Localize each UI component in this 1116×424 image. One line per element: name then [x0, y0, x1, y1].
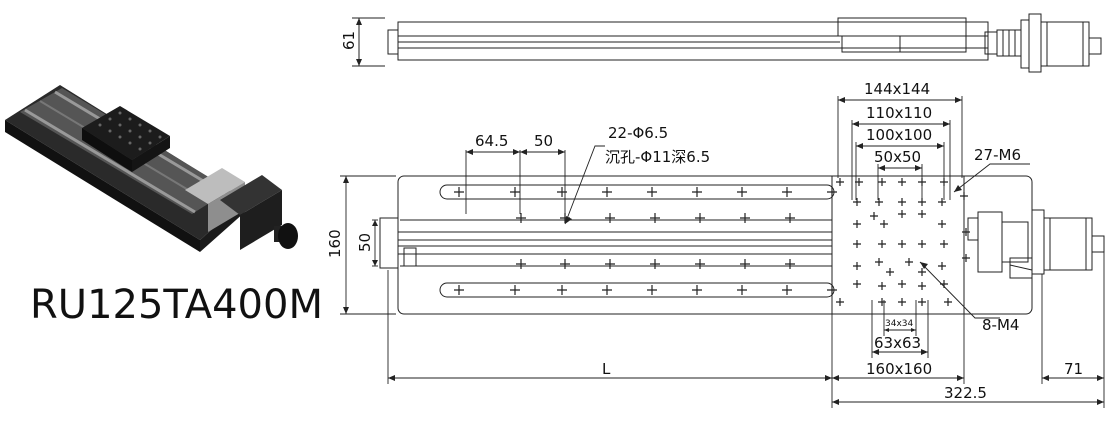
model-number: RU125TA400M — [30, 282, 323, 328]
side-view — [352, 13, 1102, 73]
dim-50-sq: 50x50 — [874, 148, 921, 166]
dim-322-5: 322.5 — [944, 384, 987, 402]
dim-144: 144x144 — [864, 80, 930, 98]
dim-61: 61 — [340, 31, 358, 50]
linear-stage-render — [5, 85, 298, 252]
product-photo — [5, 85, 298, 252]
dim-160-height: 160 — [326, 229, 344, 258]
slot-holes — [454, 187, 837, 295]
dim-63: 63x63 — [874, 334, 921, 352]
dim-50-pitch: 50 — [534, 132, 553, 150]
dim-m6: 27-M6 — [974, 146, 1021, 164]
dim-50-rails: 50 — [356, 233, 374, 252]
dim-34: 34x34 — [885, 319, 914, 329]
dimension-lines — [340, 96, 1105, 408]
dim-holes: 22-Φ6.5 — [608, 124, 668, 142]
dim-100: 100x100 — [866, 126, 932, 144]
dim-m4: 8-M4 — [982, 316, 1019, 334]
arrowheads — [343, 18, 1104, 405]
carriage-holes — [836, 178, 970, 306]
dimension-labels: 61 64.5 50 22-Φ6.5 沉孔-Φ11深6.5 144x144 11… — [326, 31, 1083, 402]
dim-length: L — [602, 360, 611, 378]
dim-counterbore: 沉孔-Φ11深6.5 — [605, 148, 710, 166]
dim-160-sq: 160x160 — [866, 360, 932, 378]
dim-64-5: 64.5 — [475, 132, 508, 150]
dim-110: 110x110 — [866, 104, 932, 122]
dim-71: 71 — [1064, 360, 1083, 378]
